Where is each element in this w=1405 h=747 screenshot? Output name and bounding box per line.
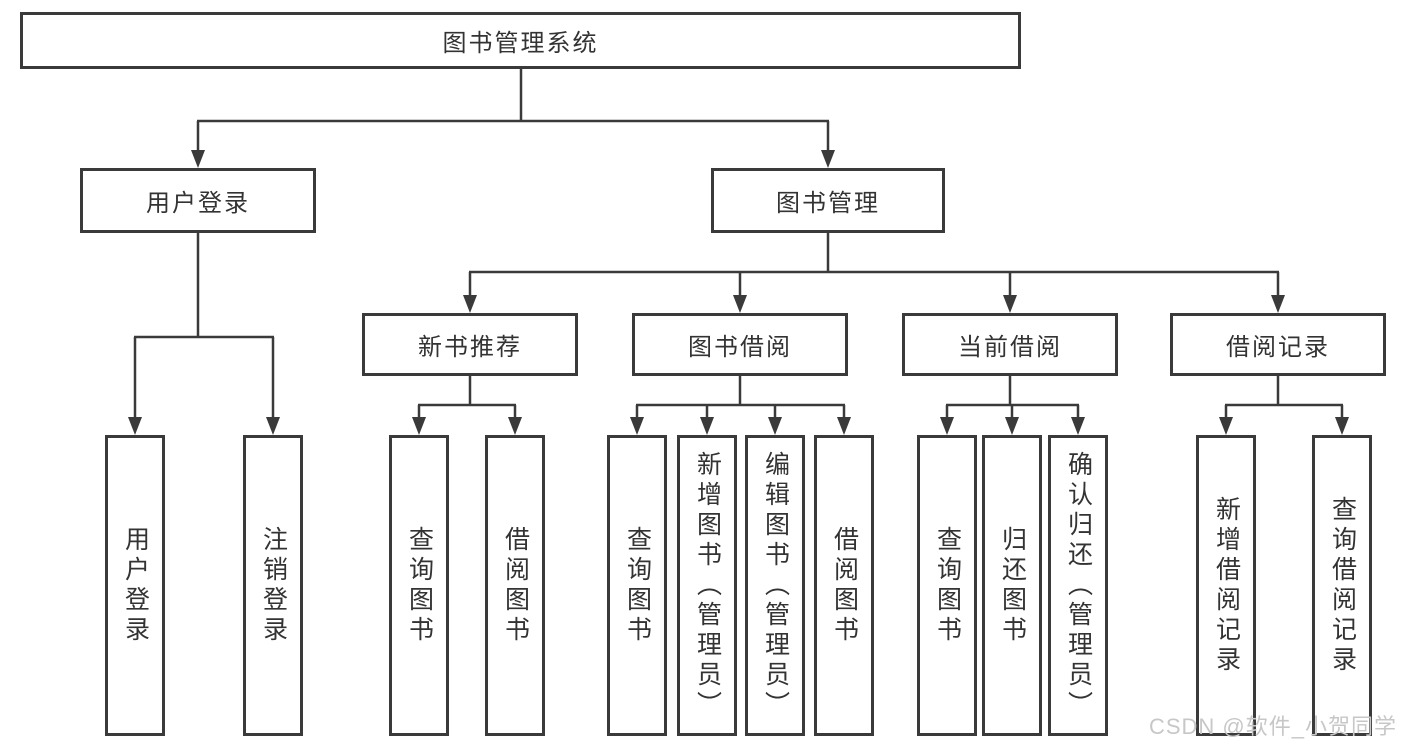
node-label: 查询图书 (405, 525, 434, 646)
leaf-cb-query-books: 查询图书 (917, 435, 977, 736)
node-label: 确认归还（管理员） (1064, 450, 1093, 721)
node-label: 查询图书 (623, 525, 652, 646)
node-label: 新增借阅记录 (1212, 495, 1241, 676)
leaf-cb-return-books: 归还图书 (982, 435, 1042, 736)
node-label: 新增图书（管理员） (693, 450, 722, 721)
node-label: 图书管理 (776, 190, 880, 217)
node-new-book-rec: 新书推荐 (362, 313, 578, 376)
node-label: 编辑图书（管理员） (761, 450, 790, 721)
node-label: 查询借阅记录 (1328, 495, 1357, 676)
node-user-login: 用户登录 (80, 168, 316, 233)
node-label: 查询图书 (933, 525, 962, 646)
node-root: 图书管理系统 (20, 12, 1021, 69)
node-label: 用户登录 (121, 525, 150, 646)
leaf-bb-add-books-admin: 新增图书（管理员） (677, 435, 737, 736)
leaf-user-login: 用户登录 (105, 435, 165, 736)
leaf-logout: 注销登录 (243, 435, 303, 736)
leaf-bb-borrow-books: 借阅图书 (814, 435, 874, 736)
node-book-borrow: 图书借阅 (632, 313, 848, 376)
node-label: 用户登录 (146, 190, 250, 217)
node-label: 图书借阅 (688, 334, 792, 361)
leaf-cb-confirm-return-admin: 确认归还（管理员） (1048, 435, 1108, 736)
leaf-bb-edit-books-admin: 编辑图书（管理员） (745, 435, 805, 736)
node-label: 当前借阅 (958, 334, 1062, 361)
leaf-br-query-record: 查询借阅记录 (1312, 435, 1372, 736)
node-label: 借阅记录 (1226, 334, 1330, 361)
watermark: CSDN @软件_小贺同学 (1148, 714, 1397, 739)
leaf-nbr-query-books: 查询图书 (389, 435, 449, 736)
node-label: 新书推荐 (418, 334, 522, 361)
leaf-br-add-record: 新增借阅记录 (1196, 435, 1256, 736)
leaf-nbr-borrow-books: 借阅图书 (485, 435, 545, 736)
node-label: 注销登录 (259, 525, 288, 646)
node-label: 借阅图书 (830, 525, 859, 646)
node-label: 归还图书 (998, 525, 1027, 646)
leaf-bb-query-books: 查询图书 (607, 435, 667, 736)
node-label: 图书管理系统 (442, 30, 599, 57)
node-label: 借阅图书 (501, 525, 530, 646)
node-current-borrow: 当前借阅 (902, 313, 1118, 376)
node-book-mgmt: 图书管理 (711, 168, 945, 233)
node-borrow-record: 借阅记录 (1170, 313, 1386, 376)
